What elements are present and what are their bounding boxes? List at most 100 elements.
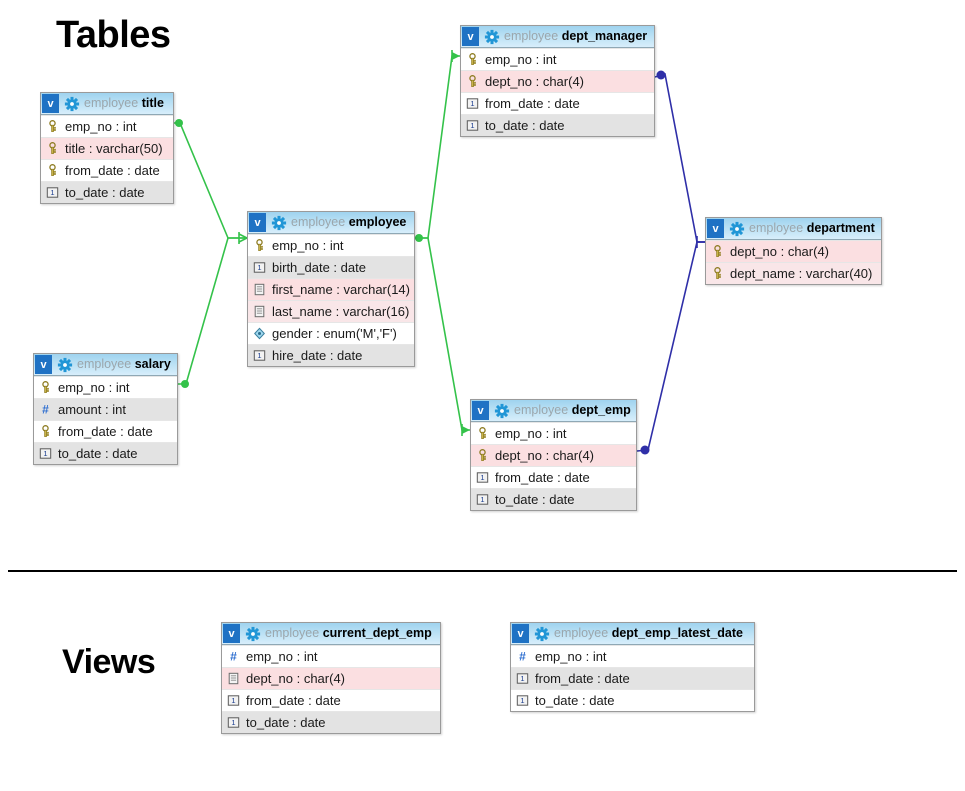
entity-name: title [141, 96, 164, 110]
gear-icon [729, 221, 745, 236]
enum-icon [254, 327, 265, 340]
column-row[interactable]: dept_no : char(4) [222, 667, 440, 689]
svg-text:1: 1 [480, 473, 484, 482]
column-label: from_date : date [495, 469, 590, 485]
calendar-icon: 1 [476, 472, 489, 483]
column-row[interactable]: from_date : date [34, 420, 177, 442]
column-label: hire_date : date [272, 347, 363, 363]
column-label: emp_no : int [535, 648, 607, 664]
entity-schema: employee [77, 357, 132, 371]
column-label: to_date : date [495, 491, 575, 507]
column-row[interactable]: 1 from_date : date [471, 466, 636, 488]
svg-text:#: # [230, 650, 237, 663]
hash-icon: # [42, 403, 49, 416]
column-label: emp_no : int [65, 118, 137, 134]
svg-text:1: 1 [520, 696, 524, 705]
column-label: to_date : date [58, 445, 138, 461]
entity-schema: employee [84, 96, 139, 110]
svg-text:1: 1 [257, 263, 261, 272]
column-row[interactable]: last_name : varchar(16) [248, 300, 414, 322]
column-row[interactable]: gender : enum('M','F') [248, 322, 414, 344]
calendar-icon: 1 [466, 98, 479, 109]
view-badge-icon: v [223, 624, 240, 643]
gear-icon [484, 29, 500, 44]
hash-icon: # [519, 650, 526, 663]
column-row[interactable]: 1 to_date : date [511, 689, 754, 711]
column-label: emp_no : int [246, 648, 318, 664]
column-row[interactable]: # emp_no : int [511, 645, 754, 667]
entity-title-title: employee title [84, 93, 170, 114]
column-row[interactable]: emp_no : int [471, 422, 636, 444]
svg-text:1: 1 [231, 718, 235, 727]
calendar-icon: 1 [253, 350, 266, 361]
calendar-icon: 1 [466, 120, 479, 131]
key-icon [256, 239, 263, 251]
column-label: dept_no : char(4) [730, 243, 830, 259]
column-row[interactable]: dept_no : char(4) [461, 70, 654, 92]
column-row[interactable]: emp_no : int [461, 48, 654, 70]
column-row[interactable]: dept_no : char(4) [471, 444, 636, 466]
column-label: gender : enum('M','F') [272, 325, 397, 341]
section-title-views: Views [62, 643, 156, 681]
column-label: emp_no : int [495, 425, 567, 441]
svg-text:1: 1 [520, 674, 524, 683]
entity-name: current_dept_emp [322, 626, 432, 640]
svg-text:#: # [42, 403, 49, 416]
key-icon [49, 120, 56, 132]
column-row[interactable]: dept_name : varchar(40) [706, 262, 881, 284]
view-badge-icon: v [707, 219, 724, 238]
column-row[interactable]: 1 birth_date : date [248, 256, 414, 278]
column-row[interactable]: emp_no : int [248, 234, 414, 256]
gear-icon [245, 626, 261, 641]
key-icon [42, 381, 49, 393]
column-label: to_date : date [535, 692, 615, 708]
column-label: birth_date : date [272, 259, 366, 275]
hash-icon: # [230, 650, 237, 663]
entity-name: department [806, 221, 875, 235]
column-row[interactable]: #amount : int [34, 398, 177, 420]
column-row[interactable]: first_name : varchar(14) [248, 278, 414, 300]
entity-schema: employee [291, 215, 346, 229]
key-icon [49, 142, 56, 154]
link-salary-to-employee [178, 237, 247, 388]
column-row[interactable]: title : varchar(50) [41, 137, 173, 159]
column-label: title : varchar(50) [65, 140, 163, 156]
column-row[interactable]: 1 hire_date : date [248, 344, 414, 366]
column-row[interactable]: emp_no : int [34, 376, 177, 398]
column-row[interactable]: # emp_no : int [222, 645, 440, 667]
link-dept_emp-to-department [636, 241, 705, 455]
svg-text:1: 1 [231, 696, 235, 705]
column-row[interactable]: emp_no : int [41, 115, 173, 137]
svg-text:#: # [519, 650, 526, 663]
column-label: from_date : date [58, 423, 153, 439]
gear-icon [271, 215, 287, 230]
svg-text:1: 1 [257, 351, 261, 360]
entity-name: salary [134, 357, 171, 371]
column-row[interactable]: from_date : date [41, 159, 173, 181]
column-row[interactable]: dept_no : char(4) [706, 240, 881, 262]
